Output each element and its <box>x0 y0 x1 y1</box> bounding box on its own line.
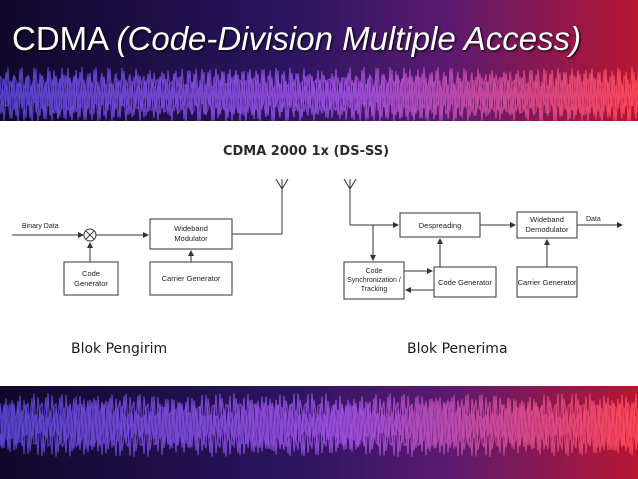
code-generator-label-line1: Code <box>82 269 100 278</box>
sync-label-line1: Code <box>366 268 383 275</box>
transmitter-label: Blok Pengirim <box>71 341 167 357</box>
receiver-carrier-generator-box <box>516 266 578 298</box>
diagram-panel: CDMA 2000 1x (DS-SS) Binary Data Wideban… <box>0 121 638 386</box>
wideband-demodulator-box <box>516 211 578 239</box>
wideband-modulator-box <box>149 218 233 250</box>
code-generator-box <box>63 261 119 296</box>
receiver-code-generator-label: Code Generator <box>438 278 492 287</box>
cdma-block-diagram: CDMA 2000 1x (DS-SS) Binary Data Wideban… <box>12 144 623 357</box>
carrier-generator-box <box>149 261 233 296</box>
receiver-code-generator-box <box>433 266 497 298</box>
sound-wave-decoration <box>0 67 638 457</box>
data-output-label: Data <box>586 216 601 223</box>
transmit-antenna-icon <box>275 178 289 190</box>
receive-antenna-icon <box>343 178 357 190</box>
carrier-generator-label: Carrier Generator <box>162 274 221 283</box>
code-sync-tracking-box <box>343 261 405 300</box>
transmitter-block: Binary Data Wideband Modulator Code Gene… <box>12 178 289 357</box>
binary-data-label: Binary Data <box>22 223 59 230</box>
despreading-label: Despreading <box>419 221 462 230</box>
slide-title: CDMA (Code-Division Multiple Access) <box>12 20 612 58</box>
receiver-carrier-generator-label: Carrier Generator <box>518 278 577 287</box>
sync-label-line3: Tracking <box>361 286 388 293</box>
modulator-label-line1: Wideband <box>174 224 208 233</box>
code-generator-label-line2: Generator <box>74 279 108 288</box>
modulator-label-line2: Modulator <box>174 234 208 243</box>
diagram-caption: CDMA 2000 1x (DS-SS) <box>223 144 389 159</box>
demodulator-label-line2: Demodulator <box>526 225 569 234</box>
sync-label-line2: Synchronization / <box>347 277 401 284</box>
despreading-box <box>399 212 481 238</box>
receiver-label: Blok Penerima <box>407 341 508 357</box>
title-subtitle: (Code-Division Multiple Access) <box>116 20 582 57</box>
demodulator-label-line1: Wideband <box>530 215 564 224</box>
title-main: CDMA <box>12 20 108 57</box>
mixer-symbol <box>83 228 97 242</box>
receiver-block: Despreading Wideband Demodulator Data Co… <box>343 178 623 357</box>
